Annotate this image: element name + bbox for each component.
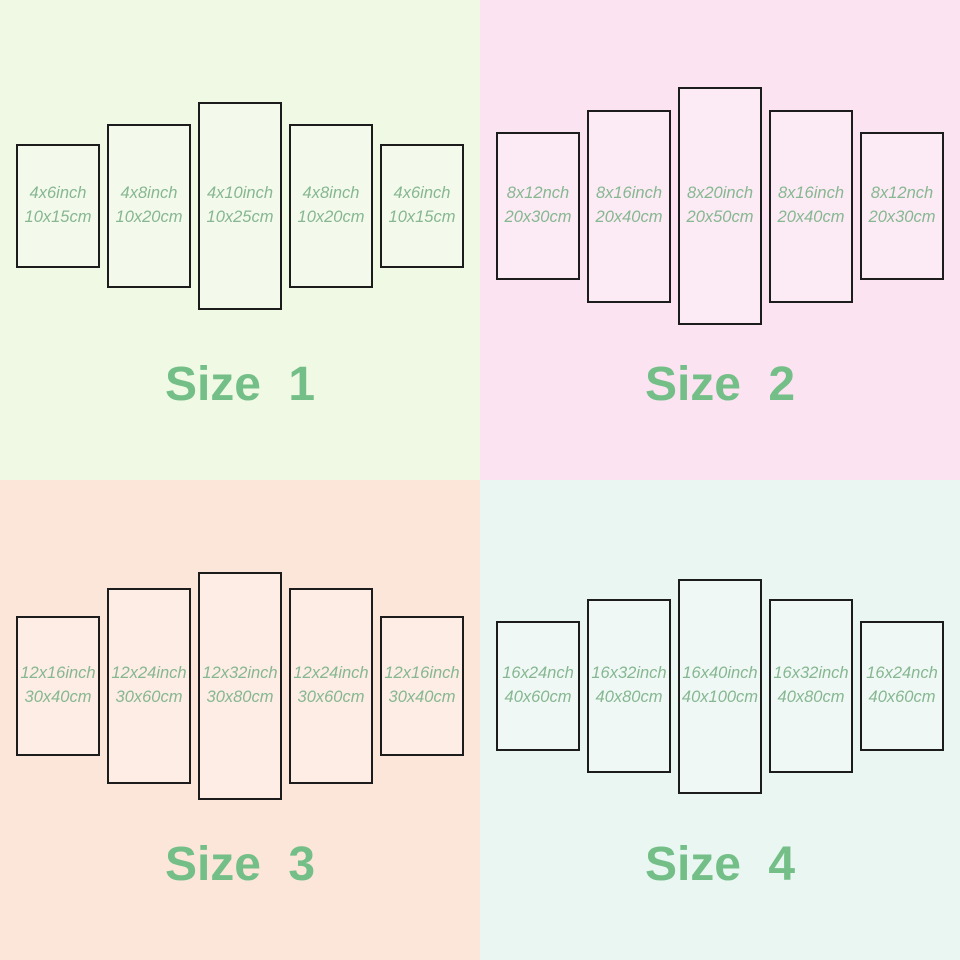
panel-cm-label: 10x20cm [115, 208, 183, 226]
panel-cm-label: 20x30cm [868, 208, 936, 226]
panel-size-label: 12x24inch 30x60cm [293, 662, 368, 710]
panel-inch-label: 8x12nch [506, 184, 570, 203]
panel-cm-label: 30x40cm [388, 688, 456, 706]
panel-cm-label: 40x60cm [868, 688, 936, 706]
panel-cm-label: 10x15cm [24, 208, 92, 226]
panel-cm-label: 10x20cm [297, 208, 365, 226]
canvas-panel: 8x12nch 20x30cm [860, 132, 944, 280]
panel-inch-label: 12x16inch [384, 664, 460, 683]
panel-size-label: 4x6inch 10x15cm [25, 182, 92, 230]
panel-row: 16x24nch 40x60cm 16x32inch 40x80cm 16x40… [480, 480, 960, 892]
panel-cm-label: 30x80cm [206, 688, 274, 706]
panel-inch-label: 12x32inch [202, 664, 278, 683]
panel-cm-label: 20x30cm [504, 208, 572, 226]
panel-row: 12x16inch 30x40cm 12x24inch 30x60cm 12x3… [0, 480, 480, 892]
panel-cm-label: 40x80cm [777, 688, 845, 706]
size-title: Size 3 [164, 838, 316, 891]
panel-size-label: 8x20inch 20x50cm [687, 182, 754, 230]
size-3-quadrant: 12x16inch 30x40cm 12x24inch 30x60cm 12x3… [0, 480, 480, 960]
panel-cm-label: 10x15cm [388, 208, 456, 226]
panel-cm-label: 30x60cm [115, 688, 183, 706]
panel-size-label: 16x32inch 40x80cm [773, 662, 848, 710]
canvas-panel: 12x24inch 30x60cm [289, 588, 373, 784]
panel-size-label: 8x12nch 20x30cm [505, 182, 572, 230]
panel-cm-label: 20x50cm [686, 208, 754, 226]
panel-cm-label: 20x40cm [595, 208, 663, 226]
panel-size-label: 12x16inch 30x40cm [20, 662, 95, 710]
panel-inch-label: 8x20inch [686, 184, 754, 203]
panel-inch-label: 4x6inch [393, 184, 451, 203]
panel-inch-label: 8x16inch [777, 184, 845, 203]
panel-inch-label: 12x24inch [293, 664, 369, 683]
panel-size-label: 12x16inch 30x40cm [384, 662, 459, 710]
panel-inch-label: 16x24nch [502, 664, 574, 683]
canvas-panel: 12x16inch 30x40cm [380, 616, 464, 756]
panel-size-label: 4x8inch 10x20cm [298, 182, 365, 230]
size-4-quadrant: 16x24nch 40x60cm 16x32inch 40x80cm 16x40… [480, 480, 960, 960]
size-2-quadrant: 8x12nch 20x30cm 8x16inch 20x40cm 8x20inc… [480, 0, 960, 480]
panel-inch-label: 4x8inch [120, 184, 178, 203]
canvas-panel: 16x32inch 40x80cm [587, 599, 671, 773]
panel-size-label: 12x24inch 30x60cm [111, 662, 186, 710]
panel-cm-label: 10x25cm [206, 208, 274, 226]
canvas-panel: 4x8inch 10x20cm [107, 124, 191, 288]
canvas-panel: 4x6inch 10x15cm [16, 144, 100, 268]
canvas-panel: 16x32inch 40x80cm [769, 599, 853, 773]
panel-size-label: 4x6inch 10x15cm [389, 182, 456, 230]
canvas-panel: 8x20inch 20x50cm [678, 87, 762, 325]
panel-size-label: 8x12nch 20x30cm [869, 182, 936, 230]
panel-inch-label: 8x16inch [595, 184, 663, 203]
canvas-panel: 12x32inch 30x80cm [198, 572, 282, 800]
panel-size-label: 8x16inch 20x40cm [778, 182, 845, 230]
size-title: Size 2 [644, 358, 796, 411]
canvas-panel: 4x6inch 10x15cm [380, 144, 464, 268]
panel-size-label: 4x8inch 10x20cm [116, 182, 183, 230]
panel-cm-label: 20x40cm [777, 208, 845, 226]
panel-inch-label: 16x32inch [773, 664, 849, 683]
panel-size-label: 12x32inch 30x80cm [202, 662, 277, 710]
panel-cm-label: 40x60cm [504, 688, 572, 706]
panel-size-label: 16x40inch 40x100cm [682, 662, 758, 710]
panel-cm-label: 40x100cm [681, 688, 759, 706]
panel-inch-label: 4x10inch [206, 184, 274, 203]
size-title: Size 1 [164, 358, 316, 411]
canvas-panel: 16x24nch 40x60cm [860, 621, 944, 751]
panel-size-label: 4x10inch 10x25cm [207, 182, 274, 230]
size-title: Size 4 [644, 838, 796, 891]
panel-inch-label: 4x8inch [302, 184, 360, 203]
panel-row: 8x12nch 20x30cm 8x16inch 20x40cm 8x20inc… [480, 0, 960, 412]
canvas-panel: 12x24inch 30x60cm [107, 588, 191, 784]
canvas-panel: 8x16inch 20x40cm [587, 109, 671, 303]
panel-inch-label: 8x12nch [870, 184, 934, 203]
panel-inch-label: 12x24inch [111, 664, 187, 683]
panel-cm-label: 30x40cm [24, 688, 92, 706]
canvas-panel: 4x8inch 10x20cm [289, 124, 373, 288]
panel-inch-label: 16x24nch [866, 664, 938, 683]
canvas-panel: 8x16inch 20x40cm [769, 109, 853, 303]
panel-size-label: 16x32inch 40x80cm [591, 662, 666, 710]
canvas-panel: 8x12nch 20x30cm [496, 132, 580, 280]
panel-inch-label: 4x6inch [29, 184, 87, 203]
panel-inch-label: 16x32inch [591, 664, 667, 683]
panel-cm-label: 40x80cm [595, 688, 663, 706]
canvas-panel: 16x40inch 40x100cm [678, 578, 762, 794]
canvas-panel: 16x24nch 40x60cm [496, 621, 580, 751]
panel-size-label: 8x16inch 20x40cm [596, 182, 663, 230]
panel-inch-label: 16x40inch [682, 664, 758, 683]
panel-size-label: 16x24nch 40x60cm [502, 662, 574, 710]
size-1-quadrant: 4x6inch 10x15cm 4x8inch 10x20cm 4x10inch… [0, 0, 480, 480]
canvas-panel: 12x16inch 30x40cm [16, 616, 100, 756]
panel-row: 4x6inch 10x15cm 4x8inch 10x20cm 4x10inch… [0, 0, 480, 412]
panel-inch-label: 12x16inch [20, 664, 96, 683]
panel-cm-label: 30x60cm [297, 688, 365, 706]
panel-size-label: 16x24nch 40x60cm [866, 662, 938, 710]
canvas-panel: 4x10inch 10x25cm [198, 102, 282, 310]
